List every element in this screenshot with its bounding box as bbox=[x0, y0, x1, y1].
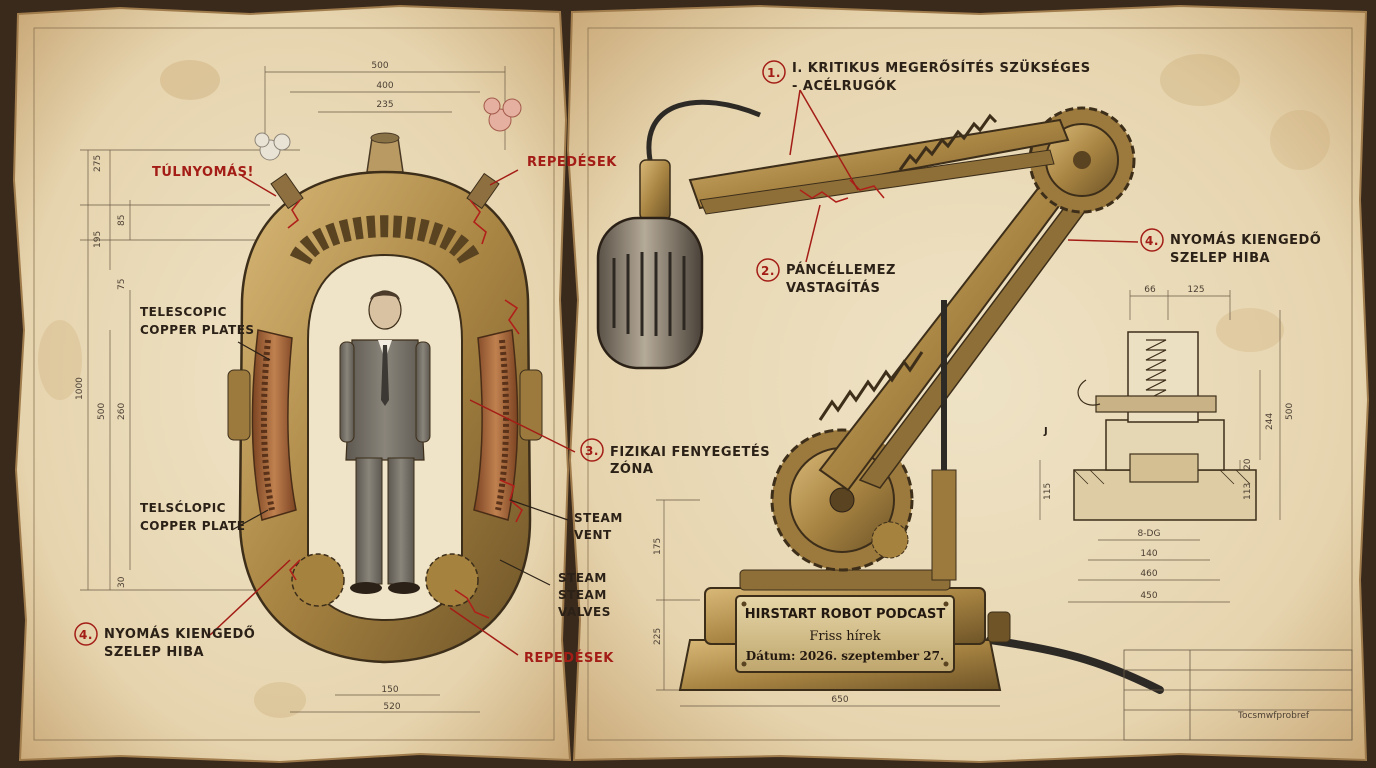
callout-4-right: 4. NYOMÁS KIENGEDŐ SZELEP HIBA bbox=[1140, 228, 1321, 266]
callout-2: 2. PÁNCÉLLEMEZ VASTAGÍTÁS bbox=[756, 258, 896, 296]
overpressure-label: TÚLNYOMÁS! bbox=[152, 164, 254, 180]
callout-4-right-circle bbox=[1140, 228, 1164, 252]
callout-1-circle bbox=[762, 60, 786, 84]
dim-500-left: 500 bbox=[97, 403, 107, 420]
dim-20: 20 bbox=[1243, 458, 1253, 470]
callout-3-line2: ZÓNA bbox=[610, 461, 653, 477]
dim-400: 400 bbox=[376, 81, 393, 91]
callout-1-line1: I. KRITIKUS MEGERŐSÍTÉS SZÜKSÉGES bbox=[792, 60, 1091, 76]
dim-150: 150 bbox=[381, 685, 398, 695]
capsule-red-leader-lines bbox=[209, 169, 576, 656]
dim-115: 115 bbox=[1043, 483, 1053, 500]
dim-500: 500 bbox=[371, 61, 388, 71]
callout-2-number: 2. bbox=[761, 264, 775, 278]
callout-3: 3. FIZIKAI FENYEGETÉS ZÓNA bbox=[580, 438, 770, 477]
plaque-panel bbox=[735, 595, 955, 673]
dim-450: 450 bbox=[1140, 591, 1157, 601]
capsule-labels: TÚLNYOMÁS! REPEDÉSEK TELESCOPIC COPPER P… bbox=[140, 154, 623, 666]
steam-valves-label-line2: STEAM bbox=[558, 588, 607, 602]
steam-valves-label-line3: VALVES bbox=[558, 605, 611, 619]
plaque-date: Dátum: 2026. szeptember 27. bbox=[746, 649, 944, 663]
dim-66: 66 bbox=[1144, 285, 1156, 295]
title-block bbox=[1123, 649, 1353, 741]
dim-460: 460 bbox=[1140, 569, 1157, 579]
telescopic-label-line1: TELESCOPIC bbox=[140, 305, 227, 319]
dim-125: 125 bbox=[1187, 285, 1204, 295]
dim-8dg: 8-DG bbox=[1138, 529, 1161, 539]
callout-2-line2: VASTAGÍTÁS bbox=[786, 280, 880, 296]
dim-30: 30 bbox=[117, 576, 127, 588]
callout-3-number: 3. bbox=[585, 444, 599, 458]
telsclopic-label-line1: TELSĆLOPIC bbox=[140, 500, 226, 515]
dim-robot-650: 650 bbox=[831, 695, 848, 705]
callout-1-line2: - ACÉLRUGÓK bbox=[792, 78, 897, 94]
title-block-text: Tocsmwfprobref bbox=[1237, 711, 1310, 721]
capsule-leader-lines bbox=[231, 341, 569, 586]
steam-valves-label-line1: STEAM bbox=[558, 571, 607, 585]
dim-195: 195 bbox=[93, 231, 103, 248]
callout-4-left-circle bbox=[74, 622, 98, 646]
callout-4-right-line2: SZELEP HIBA bbox=[1170, 251, 1270, 266]
plaque-title: HIRSTART ROBOT PODCAST bbox=[745, 607, 946, 622]
dim-85: 85 bbox=[117, 215, 127, 226]
callout-4-left-line2: SZELEP HIBA bbox=[104, 645, 204, 660]
dim-244: 244 bbox=[1265, 413, 1275, 430]
dim-75: 75 bbox=[117, 279, 127, 290]
capsule-dimension-lines bbox=[80, 66, 506, 713]
valve-dimension-labels: 66 125 500 244 115 113 20 8-DG 140 460 4… bbox=[1043, 285, 1295, 601]
valve-section-drawing bbox=[1039, 290, 1281, 603]
podcast-plaque: HIRSTART ROBOT PODCAST Friss hírek Dátum… bbox=[735, 595, 955, 673]
dim-140: 140 bbox=[1140, 549, 1157, 559]
man-in-suit-figure bbox=[339, 290, 431, 594]
plaque-subtitle: Friss hírek bbox=[809, 629, 880, 644]
dim-113: 113 bbox=[1243, 483, 1253, 500]
callout-1-number: 1. bbox=[767, 66, 781, 80]
steam-vent-label-line2: VENT bbox=[574, 528, 612, 542]
callout-2-circle bbox=[756, 258, 780, 282]
callout-4-left-number: 4. bbox=[79, 628, 93, 642]
dim-260: 260 bbox=[117, 403, 127, 420]
callout-3-line1: FIZIKAI FENYEGETÉS bbox=[610, 444, 770, 460]
valve-mark-j: J bbox=[1043, 426, 1048, 437]
callout-2-line1: PÁNCÉLLEMEZ bbox=[786, 262, 896, 278]
callout-4-right-line1: NYOMÁS KIENGEDŐ bbox=[1170, 232, 1321, 248]
callout-3-circle bbox=[580, 438, 604, 462]
steam-vent-label-line1: STEAM bbox=[574, 511, 623, 525]
telescopic-label-line2: COPPER PLATES bbox=[140, 323, 255, 337]
callout-1: 1. I. KRITIKUS MEGERŐSÍTÉS SZÜKSÉGES - A… bbox=[762, 60, 1091, 94]
cracks-bottom-label: REPEDÉSEK bbox=[524, 650, 614, 666]
callout-4-left: 4. NYOMÁS KIENGEDŐ SZELEP HIBA bbox=[74, 622, 255, 660]
dim-235: 235 bbox=[376, 100, 393, 110]
dim-520: 520 bbox=[383, 702, 400, 712]
capsule-dimension-labels: 500 400 235 275 85 195 75 1000 500 260 3… bbox=[75, 61, 401, 712]
robot-red-leader-lines bbox=[789, 89, 1139, 263]
telsclopic-label-line2: COPPER PLATE bbox=[140, 519, 245, 533]
dim-275: 275 bbox=[93, 155, 103, 172]
cracks-top-label: REPEDÉSEK bbox=[527, 154, 617, 170]
callout-4-left-line1: NYOMÁS KIENGEDŐ bbox=[104, 626, 255, 642]
dim-robot-175: 175 bbox=[653, 538, 663, 555]
dim-robot-225: 225 bbox=[653, 628, 663, 645]
callout-4-right-number: 4. bbox=[1145, 234, 1159, 248]
dim-1000: 1000 bbox=[75, 377, 85, 400]
dim-valve-500: 500 bbox=[1285, 403, 1295, 420]
